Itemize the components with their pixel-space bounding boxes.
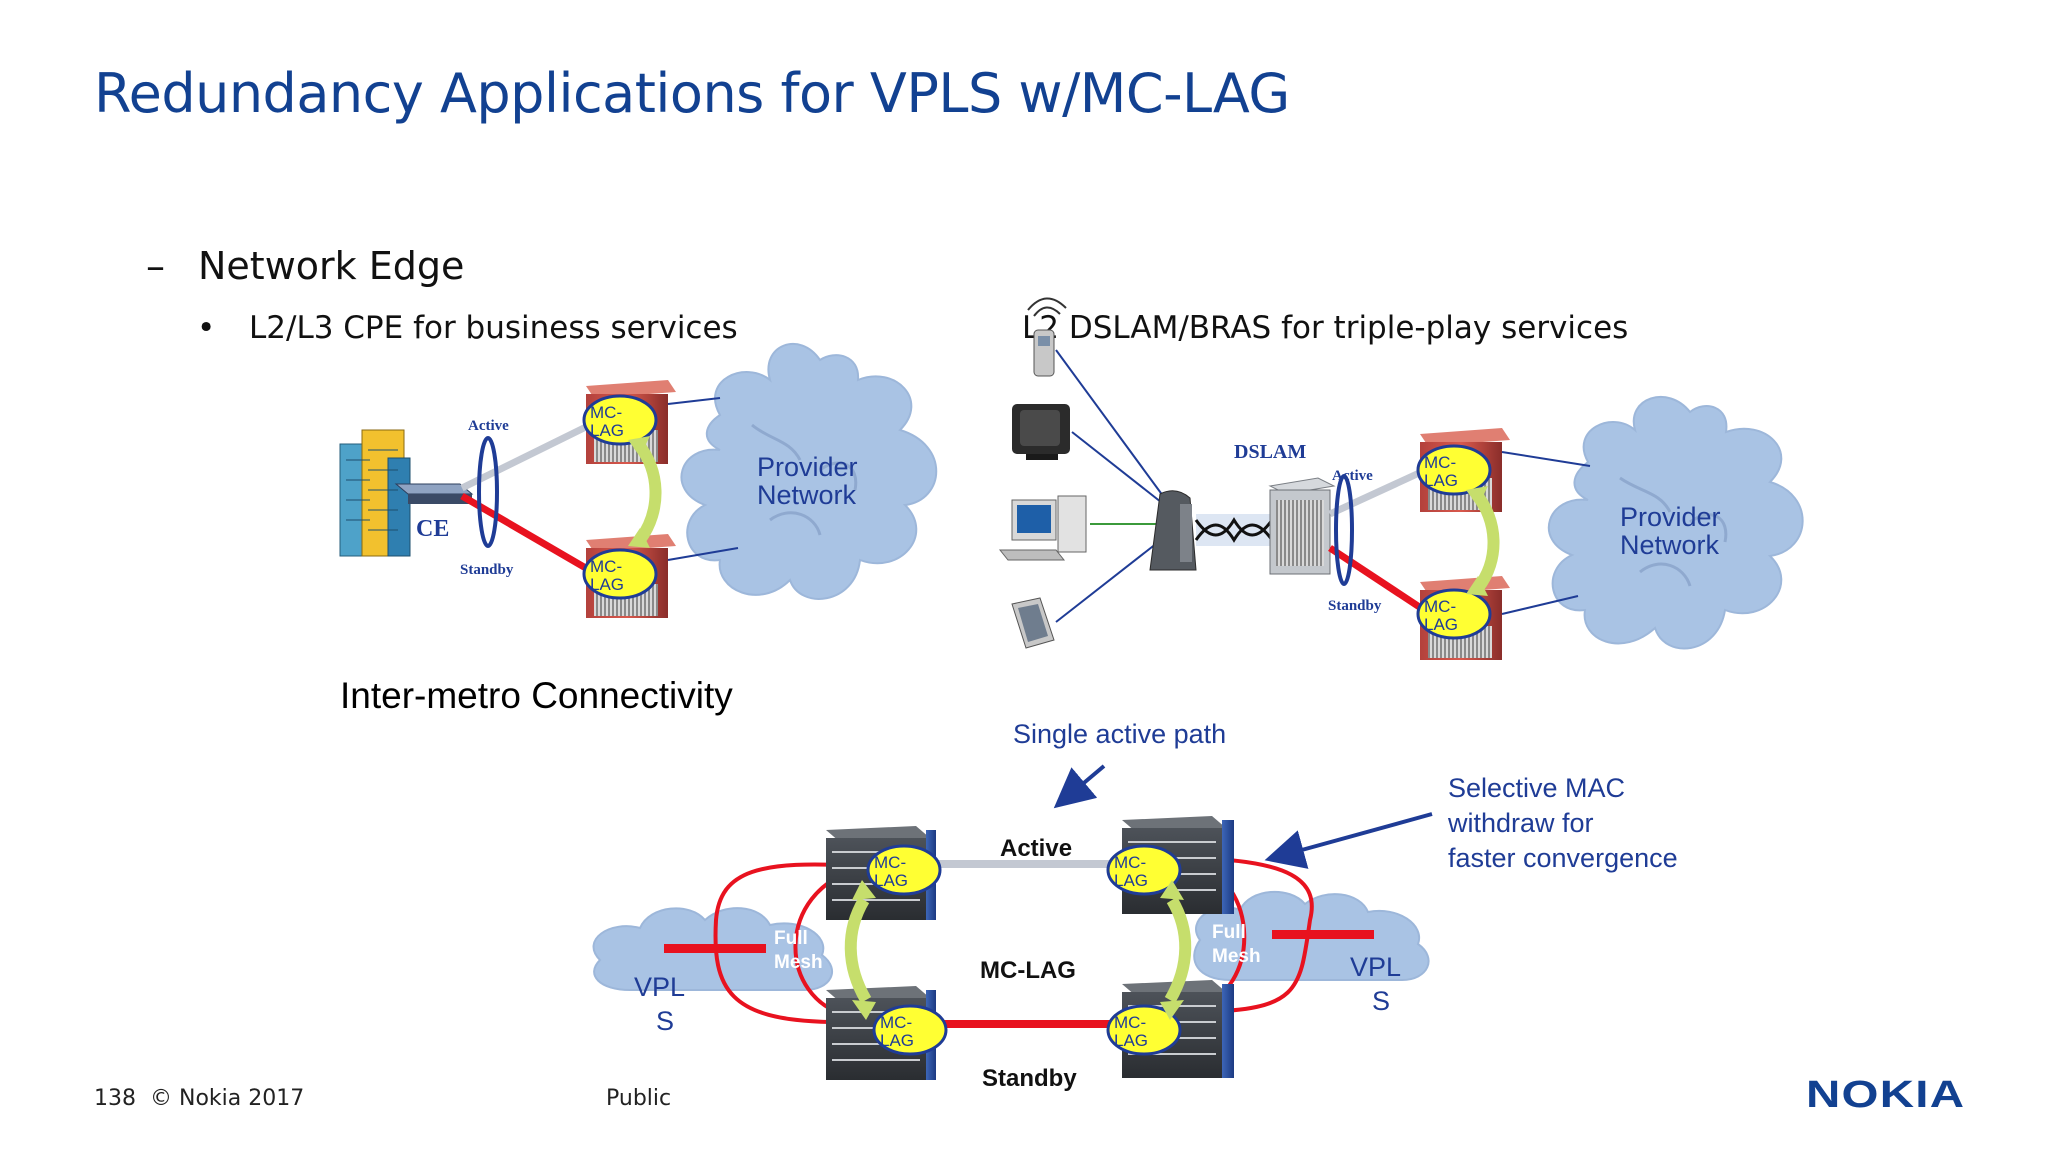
- metro-mclag-tr-line1: MC-: [1114, 853, 1146, 872]
- dslam-mclag-bottom-line1: MC-: [1424, 597, 1456, 616]
- lag-ring: [477, 436, 499, 548]
- bullet-network-edge: –Network Edge: [146, 244, 464, 288]
- full-mesh-left-line2: Mesh: [774, 952, 823, 973]
- dslam-chassis-icon: [1268, 477, 1336, 575]
- provider-network-cloud-right: [1547, 395, 1804, 650]
- vpls-right-line1: VPL: [1350, 952, 1401, 982]
- dslam-active-link: [1328, 464, 1432, 518]
- mclag-top-line1: MC-: [590, 403, 622, 422]
- full-mesh-link-right: [1189, 856, 1314, 1014]
- diagram-dslam: Provider Network: [998, 297, 1804, 660]
- full-mesh-right-line2: Mesh: [1212, 946, 1261, 967]
- selective-mac-line3: faster convergence: [1448, 843, 1678, 873]
- vpls-right-line2: S: [1372, 986, 1390, 1016]
- metro-mclag-tl-line2: LAG: [874, 871, 908, 890]
- bullet-dslam-text: L2 DSLAM/BRAS for triple-play services: [1022, 310, 1629, 346]
- metro-active-label: Active: [1000, 835, 1072, 862]
- dslam-mclag-bottom-line2: LAG: [1424, 615, 1458, 634]
- provider-network-right-line1: Provider: [1620, 502, 1721, 532]
- standby-label: Standby: [460, 562, 514, 578]
- block-bar-left: [664, 944, 766, 953]
- pc-icon: [998, 495, 1087, 561]
- ce-building-icon: [339, 429, 411, 557]
- single-active-path-arrow: [1053, 764, 1106, 809]
- dslam-lag-ring: [1334, 474, 1354, 586]
- selective-mac-line2: withdraw for: [1447, 808, 1594, 838]
- active-label: Active: [468, 418, 509, 434]
- full-mesh-left-line1: Full: [774, 928, 808, 949]
- section-heading-inter-metro: Inter-metro Connectivity: [340, 675, 733, 716]
- metro-mclag-br-line2: LAG: [1114, 1031, 1148, 1050]
- selective-mac-line1: Selective MAC: [1448, 773, 1625, 803]
- dslam-sync-arrow-icon: [1471, 490, 1500, 592]
- metro-mclag-badge-br: [1106, 1004, 1182, 1056]
- dslam-standby-label: Standby: [1328, 598, 1382, 614]
- block-bar-right: [1272, 930, 1374, 939]
- provider-network-cloud: [680, 342, 938, 600]
- tv-icon: [1012, 404, 1070, 460]
- bullet-dash: –: [146, 244, 165, 288]
- dslam-mclag-badge-top: [1416, 444, 1492, 496]
- full-mesh-right-line1: Full: [1212, 922, 1246, 943]
- bullet-dot: •: [197, 310, 216, 346]
- bullet-cpe-text: L2/L3 CPE for business services: [249, 310, 738, 346]
- metro-mclag-badge-tl: [866, 844, 942, 896]
- single-active-path-label: Single active path: [1013, 719, 1226, 749]
- bullet-network-edge-text: Network Edge: [198, 244, 465, 288]
- dslam-mclag-badge-bottom: [1416, 588, 1492, 640]
- metro-mclag-badge-bl: [872, 1004, 948, 1056]
- ce-label: CE: [416, 516, 449, 542]
- selective-mac-arrow: [1264, 812, 1433, 869]
- metro-sync-arrow-right-icon: [1164, 896, 1192, 1004]
- nokia-logo: NOKIA: [1806, 1074, 1966, 1116]
- metro-mclag-badge-tr: [1106, 844, 1182, 896]
- full-mesh-link-left: [713, 862, 861, 1024]
- metro-standby-label: Standby: [982, 1065, 1077, 1092]
- metro-mclag-br-line1: MC-: [1114, 1013, 1146, 1032]
- sync-arrow-icon: [633, 440, 662, 544]
- provider-network-label-line2: Network: [757, 480, 857, 510]
- vpls-left-line1: VPL: [634, 972, 685, 1002]
- diagram-inter-metro: Full Mesh Full Mesh VPL S VPL S Active M…: [592, 719, 1678, 1092]
- footer-page-copyright: 138 © Nokia 2017: [94, 1086, 304, 1111]
- twisted-pair-link: [1194, 514, 1274, 546]
- provider-network-label-line1: Provider: [757, 452, 858, 482]
- provider-network-right-line2: Network: [1620, 530, 1720, 560]
- metro-mclag-tl-line1: MC-: [874, 853, 906, 872]
- page-number: 138: [94, 1086, 136, 1111]
- copyright: © Nokia 2017: [150, 1086, 305, 1111]
- dslam-standby-link: [1328, 545, 1432, 617]
- bullet-cpe: • L2/L3 CPE for business services: [197, 310, 738, 346]
- metro-sync-arrow-left-icon: [844, 896, 872, 1004]
- vpls-left-line2: S: [656, 1006, 674, 1036]
- dslam-mclag-top-line2: LAG: [1424, 471, 1458, 490]
- modem-icon: [1149, 490, 1197, 571]
- tablet-icon: [1011, 597, 1055, 649]
- dslam-active-label: Active: [1332, 468, 1373, 484]
- mclag-bottom-line1: MC-: [590, 557, 622, 576]
- mclag-top-line2: LAG: [590, 421, 624, 440]
- standby-link: [460, 492, 598, 578]
- metro-mclag-tr-line2: LAG: [1114, 871, 1148, 890]
- page-title: Redundancy Applications for VPLS w/MC-LA…: [94, 62, 1290, 125]
- footer-classification: Public: [606, 1086, 672, 1111]
- diagram-cpe: Provider Network CE Active Standby: [339, 342, 938, 618]
- metro-mclag-label: MC-LAG: [980, 957, 1076, 984]
- dslam-label: DSLAM: [1234, 441, 1306, 463]
- mclag-bottom-line2: LAG: [590, 575, 624, 594]
- mclag-badge-top: [582, 394, 658, 446]
- ce-router-icon: [394, 483, 474, 504]
- dslam-mclag-top-line1: MC-: [1424, 453, 1456, 472]
- mclag-badge-bottom: [582, 548, 658, 600]
- metro-mclag-bl-line2: LAG: [880, 1031, 914, 1050]
- active-link: [460, 418, 598, 492]
- metro-mclag-bl-line1: MC-: [880, 1013, 912, 1032]
- wireless-phone-icon: [1027, 297, 1067, 377]
